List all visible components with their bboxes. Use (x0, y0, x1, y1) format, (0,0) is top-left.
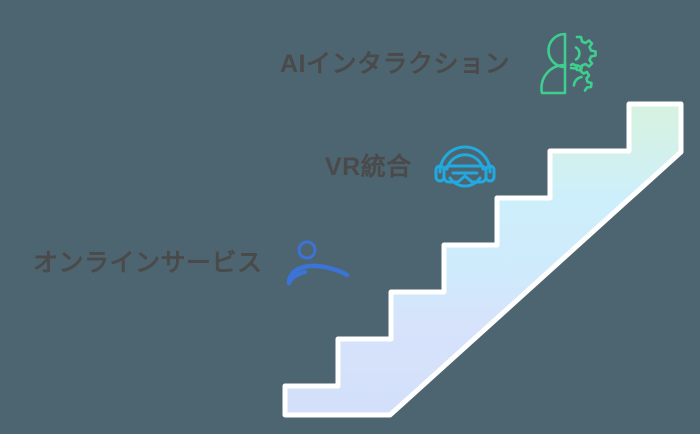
label-row-ai-interaction: AIインタラクション (280, 29, 602, 99)
label-text-vr-integration: VR統合 (325, 152, 412, 181)
label-row-online-service: オンラインサービス (33, 238, 351, 288)
label-text-online-service: オンラインサービス (33, 248, 263, 277)
label-row-vr-integration: VR統合 (325, 136, 498, 198)
vr-headset-icon (432, 136, 498, 198)
ai-head-gear-icon (534, 29, 602, 99)
staircase-shape (282, 101, 684, 418)
label-text-ai-interaction: AIインタラクション (280, 49, 511, 78)
person-swoosh-icon (283, 238, 351, 288)
